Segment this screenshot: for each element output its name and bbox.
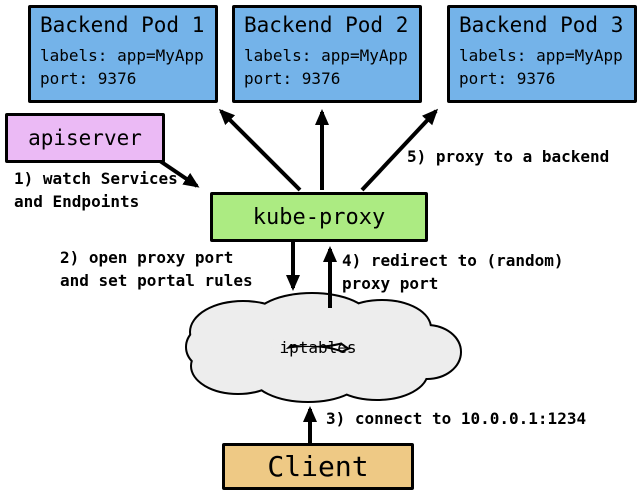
arrow-apiserver-to-kube-proxy xyxy=(158,159,200,188)
pod-title: Backend Pod 3 xyxy=(459,13,624,37)
iptables-cloud xyxy=(185,292,462,403)
pod-labels: labels: app=MyApp xyxy=(40,46,204,65)
annotation-line: 2) open proxy port xyxy=(60,248,234,267)
pod-title: Backend Pod 1 xyxy=(40,13,205,37)
annotation-step-2: 2) open proxy port and set portal rules xyxy=(60,246,253,292)
pod-port: port: 9376 xyxy=(40,69,137,88)
node-client: Client xyxy=(222,443,414,490)
pod-port: port: 9376 xyxy=(244,69,341,88)
node-kube-proxy: kube-proxy xyxy=(210,192,428,242)
annotation-step-4: 4) redirect to (random) proxy port xyxy=(342,249,564,295)
annotation-step-5: 5) proxy to a backend xyxy=(407,145,609,168)
pod-title: Backend Pod 2 xyxy=(244,13,409,37)
iptables-label: iptables xyxy=(279,338,357,357)
annotation-line: 4) redirect to (random) xyxy=(342,251,564,270)
kube-proxy-label: kube-proxy xyxy=(252,204,386,230)
client-label: Client xyxy=(267,450,369,483)
node-backend-pod-3: Backend Pod 3 labels: app=MyApp port: 93… xyxy=(447,5,637,103)
annotation-line: and Endpoints xyxy=(14,192,140,211)
pod-labels: labels: app=MyApp xyxy=(244,46,408,65)
arrow-kube-proxy-to-pod1 xyxy=(218,108,302,192)
pod-labels: labels: app=MyApp xyxy=(459,46,623,65)
annotation-line: and set portal rules xyxy=(60,271,253,290)
pod-port: port: 9376 xyxy=(459,69,556,88)
arrow-kube-proxy-to-pod3 xyxy=(360,108,439,192)
node-backend-pod-2: Backend Pod 2 labels: app=MyApp port: 93… xyxy=(232,5,422,103)
apiserver-label: apiserver xyxy=(28,126,142,150)
annotation-line: 5) proxy to a backend xyxy=(407,147,610,166)
node-backend-pod-1: Backend Pod 1 labels: app=MyApp port: 93… xyxy=(28,5,218,103)
node-apiserver: apiserver xyxy=(5,113,165,163)
annotation-step-3: 3) connect to 10.0.0.1:1234 xyxy=(326,407,586,430)
annotation-line: 1) watch Services xyxy=(14,169,178,188)
annotation-step-1: 1) watch Services and Endpoints xyxy=(14,167,178,213)
annotation-line: proxy port xyxy=(342,274,439,293)
annotation-line: 3) connect to 10.0.0.1:1234 xyxy=(326,409,587,428)
